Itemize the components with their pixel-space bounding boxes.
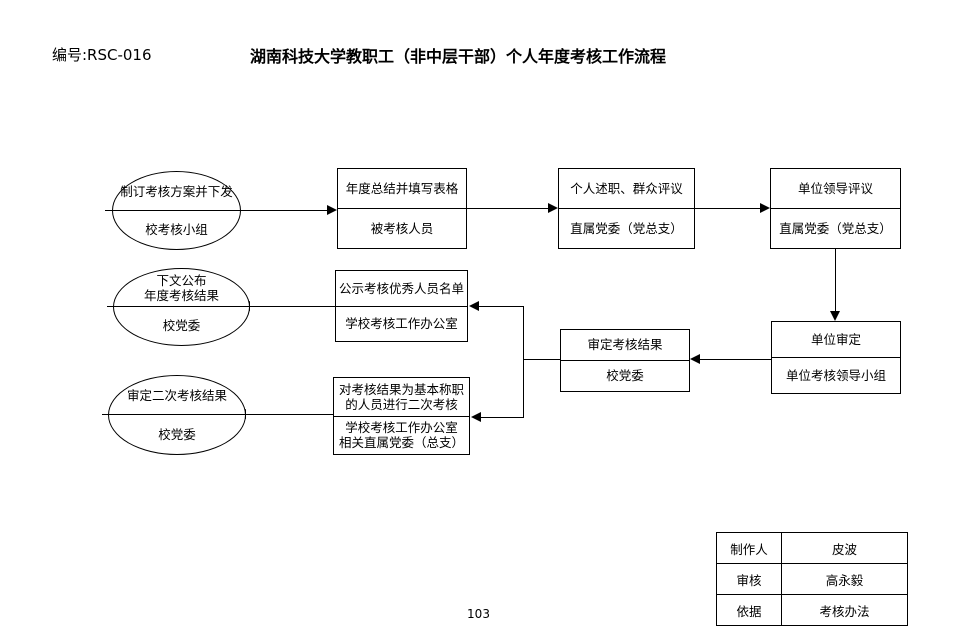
signature-table: 制作人 皮波 审核 高永毅 依据 考核办法 xyxy=(716,532,908,626)
arrowhead-leader-review-to-unit-approve xyxy=(830,311,840,321)
connector-school-approval-branch-stem xyxy=(523,359,560,360)
node-divider-plan-issue xyxy=(105,210,248,211)
flow-node-self-report-review: 个人述职、群众评议 直属党委（党总支） xyxy=(558,168,695,249)
flow-node-school-approval: 审定考核结果 校党委 xyxy=(560,329,690,392)
node-owner: 校党委 xyxy=(158,426,196,442)
document-code: 编号:RSC-016 xyxy=(52,46,152,64)
connector-publicity-to-announcement xyxy=(250,306,335,307)
table-row: 制作人 皮波 xyxy=(716,532,908,564)
node-owner: 学校考核工作办公室 相关直属党委（总支） xyxy=(338,420,464,451)
table-cell-key: 依据 xyxy=(716,594,782,626)
table-cell-value: 考核办法 xyxy=(781,594,908,626)
arrowhead-branch-to-reassessment xyxy=(471,412,481,422)
connector-summary-to-report xyxy=(467,208,549,209)
node-task: 年度总结并填写表格 xyxy=(338,169,466,209)
page-title: 湖南科技大学教职工（非中层干部）个人年度考核工作流程 xyxy=(250,47,667,66)
arrowhead-summary-to-report xyxy=(548,203,558,213)
node-divider-final-reassessment-approval xyxy=(102,414,251,415)
flow-node-unit-leader-review: 单位领导评议 直属党委（党总支） xyxy=(770,168,901,249)
table-cell-value: 高永毅 xyxy=(781,563,908,595)
table-cell-value: 皮波 xyxy=(781,532,908,564)
node-owner: 校党委 xyxy=(162,318,201,334)
flow-node-announce-results: 下文公布 年度考核结果 校党委 xyxy=(113,268,250,346)
node-owner: 学校考核工作办公室 xyxy=(345,316,458,332)
node-owner: 被考核人员 xyxy=(370,220,434,236)
arrowhead-unit-approval-to-school-approval xyxy=(690,354,700,364)
node-task: 制订考核方案并下发 xyxy=(120,183,233,199)
table-cell-key: 审核 xyxy=(716,563,782,595)
node-task: 公示考核优秀人员名单 xyxy=(336,271,467,307)
node-task: 单位领导评议 xyxy=(771,169,900,209)
arrowhead-report-to-leader-review xyxy=(760,203,770,213)
connector-branch-to-reassessment xyxy=(481,417,524,418)
connector-leader-review-to-unit-approve xyxy=(835,249,836,312)
connector-unit-approval-to-school-approval xyxy=(700,359,771,360)
node-owner: 单位考核领导小组 xyxy=(785,367,886,383)
flow-node-final-reassessment-approval: 审定二次考核结果 校党委 xyxy=(108,375,246,455)
connector-school-approval-branch-trunk xyxy=(523,306,524,417)
flow-node-publicity-excellent-list: 公示考核优秀人员名单 学校考核工作办公室 xyxy=(335,270,468,342)
node-task: 审定考核结果 xyxy=(561,330,689,361)
connector-branch-to-publicity xyxy=(479,306,524,307)
arrowhead-branch-to-publicity xyxy=(469,301,479,311)
node-divider-announce-results xyxy=(107,306,255,307)
table-row: 审核 高永毅 xyxy=(716,563,908,595)
node-task: 个人述职、群众评议 xyxy=(559,169,694,209)
flow-node-reassessment: 对考核结果为基本称职 的人员进行二次考核 学校考核工作办公室 相关直属党委（总支… xyxy=(333,377,470,455)
flow-node-annual-summary: 年度总结并填写表格 被考核人员 xyxy=(337,168,467,249)
connector-plan-to-summary xyxy=(241,210,328,211)
table-cell-key: 制作人 xyxy=(716,532,782,564)
node-task: 单位审定 xyxy=(772,322,900,358)
connector-report-to-leader-review xyxy=(695,208,761,209)
node-owner: 直属党委（党总支） xyxy=(570,220,683,236)
node-task: 对考核结果为基本称职 的人员进行二次考核 xyxy=(334,378,469,417)
arrowhead-plan-to-summary xyxy=(327,205,337,215)
node-owner: 校考核小组 xyxy=(145,222,208,238)
table-row: 依据 考核办法 xyxy=(716,594,908,626)
flow-node-unit-approval: 单位审定 单位考核领导小组 xyxy=(771,321,901,394)
node-task: 审定二次考核结果 xyxy=(126,387,227,403)
node-task: 下文公布 年度考核结果 xyxy=(143,272,219,303)
node-owner: 直属党委（党总支） xyxy=(779,220,892,236)
connector-reassessment-to-final-approval xyxy=(246,414,333,415)
page-number: 103 xyxy=(467,607,490,621)
node-owner: 校党委 xyxy=(606,368,644,384)
